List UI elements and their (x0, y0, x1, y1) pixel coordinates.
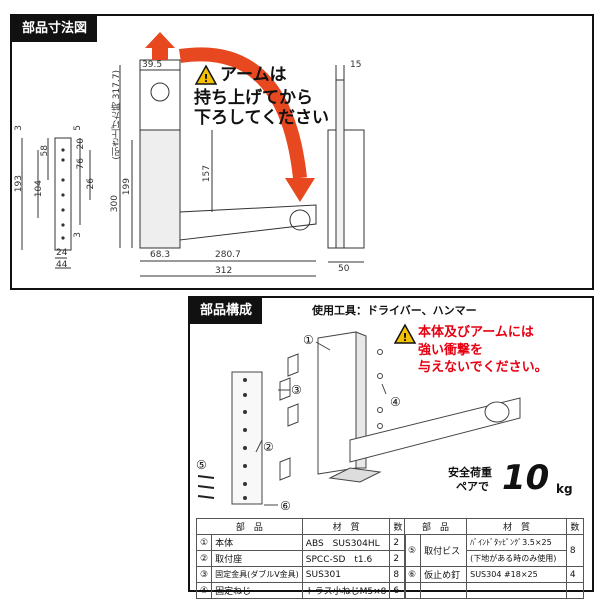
warning-triangle-icon-2: ! (393, 323, 417, 344)
dim-15: 15 (350, 60, 362, 70)
row-material: ﾊﾞｲﾝﾄﾞﾀｯﾋﾟﾝｸﾞ3.5×25 (466, 534, 567, 551)
impact-warning-2: 強い衝撃を 与えないでください。 (418, 342, 548, 376)
row-material-note: (下地がある時のみ使用) (466, 550, 567, 567)
empty-cell (565, 582, 585, 599)
row-material: ABS SUS304HL (301, 534, 391, 551)
dim-312: 312 (215, 266, 233, 276)
lift-warning-line-3: 下ろしてください (194, 108, 329, 128)
safe-load: 安全荷重 ペアで (448, 466, 492, 494)
dim-280-7: 280.7 (215, 250, 241, 260)
header-part: 部 品 (403, 518, 468, 535)
impact-warning-line-1: 本体及びアームには (418, 325, 534, 340)
header-material: 材 質 (301, 518, 391, 535)
header-part: 部 品 (196, 518, 303, 535)
row-no: ② (195, 550, 213, 567)
callout-5: ⑤ (196, 458, 207, 472)
header-qty: 数 (565, 518, 585, 535)
callout-2: ② (263, 440, 274, 454)
table-row: ① 本体 ABS SUS304HL 2 (195, 534, 407, 551)
header-material: 材 質 (466, 518, 567, 535)
safe-load-pair: ペアで (456, 480, 489, 493)
row-qty: 8 (565, 534, 585, 567)
callout-4: ④ (390, 395, 401, 409)
row-name: 取付座 (211, 550, 303, 567)
impact-warning: 本体及びアームには (418, 324, 534, 341)
dim-44: 44 (56, 260, 68, 270)
warning-triangle-icon: ! (194, 64, 218, 85)
row-qty: 4 (565, 566, 585, 583)
row-no: ⑥ (403, 566, 422, 583)
side-view-drawing (327, 129, 365, 249)
table-row: ③ 固定金具(ダブルV金具) SUS301 8 (195, 566, 407, 583)
row-material: トラス小ねじM5×8 (301, 582, 391, 599)
screws-drawing (197, 475, 215, 499)
row-name: 固定金具(ダブルV金具) (211, 566, 303, 583)
parts-table-right: 部 品 材 質 数 ⑤ 取付ビス ﾊﾞｲﾝﾄﾞﾀｯﾋﾟﾝｸﾞ3.5×25 8 (… (403, 518, 585, 599)
safe-load-label: 安全荷重 (448, 466, 492, 479)
dim-50: 50 (338, 264, 350, 274)
table-header: 部 品 材 質 数 (196, 518, 407, 535)
row-name: 仮止め釘 (420, 566, 468, 583)
parts-table-left: 部 品 材 質 数 ① 本体 ABS SUS304HL 2 ② 取付座 SPCC… (195, 518, 407, 599)
lift-warning-line-1: アームは (220, 65, 287, 85)
safe-load-unit: kg (556, 482, 573, 496)
safe-load-value: 10 (502, 458, 550, 498)
svg-text:!: ! (403, 331, 408, 344)
dim-24: 24 (56, 248, 68, 258)
dimension-drawing: ! (21, 32, 365, 277)
up-arrow-icon (145, 32, 175, 60)
row-name: 固定ねじ (211, 582, 303, 599)
row-no: ⑤ (403, 534, 422, 567)
callout-3: ③ (291, 383, 302, 397)
row-material: SPCC-SD t1.6 (301, 550, 391, 567)
callout-6: ⑥ (280, 499, 291, 513)
lift-warning: アームは (220, 65, 286, 85)
callout-1: ① (303, 333, 314, 347)
dim-68-3: 68.3 (150, 250, 171, 260)
table-row: ④ 固定ねじ トラス小ねじM5×8 6 (195, 582, 407, 599)
empty-cell (403, 582, 422, 599)
table-row: ② 取付座 SPCC-SD t1.6 2 (195, 550, 407, 567)
lift-warning-2: 持ち上げてから 下ろしてください (194, 88, 329, 128)
curved-arrow-icon (178, 47, 307, 179)
lift-warning-line-2: 持ち上げてから (194, 88, 313, 108)
dim-39-5: 39.5 (142, 60, 163, 70)
row-material: SUS304 #18×25 (466, 566, 567, 583)
tools-text: 使用工具：ドライバー、ハンマー (312, 304, 477, 317)
table-row: ⑤ 取付ビス ﾊﾞｲﾝﾄﾞﾀｯﾋﾟﾝｸﾞ3.5×25 8 (403, 534, 585, 567)
parts-panel-title: 部品構成 (190, 298, 263, 324)
svg-text:!: ! (204, 72, 209, 85)
row-no: ① (195, 534, 213, 551)
empty-cell (466, 582, 567, 599)
dimension-panel-title: 部品寸法図 (12, 16, 98, 42)
empty-cell (420, 582, 468, 599)
impact-warning-line-3: 与えないでください。 (418, 360, 548, 375)
row-no: ④ (195, 582, 213, 599)
mounting-plate-drawing (54, 137, 72, 251)
plate-drawing (231, 371, 263, 505)
row-no: ③ (195, 566, 213, 583)
row-material: SUS301 (301, 566, 391, 583)
table-header: 部 品 材 質 数 (403, 518, 585, 535)
row-name: 本体 (211, 534, 303, 551)
impact-warning-line-2: 強い衝撃を (418, 343, 484, 358)
v-brackets-drawing (279, 353, 299, 481)
table-row (403, 582, 585, 599)
row-name: 取付ビス (420, 534, 468, 567)
table-row: ⑥ 仮止め釘 SUS304 #18×25 4 (403, 566, 585, 583)
